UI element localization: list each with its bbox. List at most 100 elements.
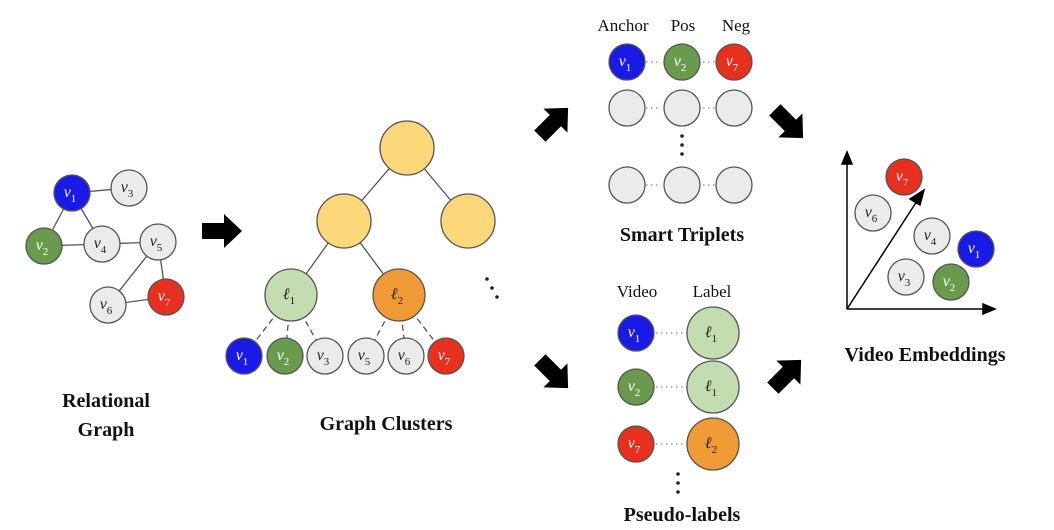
video-node-v4: v4 [83, 225, 121, 263]
embedding-axes [840, 150, 997, 316]
ellipsis-dot [680, 143, 684, 147]
node-letter: v [358, 347, 366, 364]
video-node-v2: v2 [617, 368, 655, 406]
node-label: ℓ2 [705, 435, 717, 456]
node-circle [932, 263, 970, 301]
node-circle [663, 43, 701, 81]
node-subscript: 2 [43, 246, 49, 258]
node-letter: ℓ [705, 324, 712, 341]
node-circle [225, 337, 263, 375]
video-node-v2: v2 [663, 43, 701, 81]
node-subscript: 7 [733, 62, 739, 74]
node-label: v2 [674, 53, 687, 74]
node-letter: v [924, 227, 932, 244]
node-circle [25, 227, 63, 265]
arrow-up-right-icon [767, 359, 802, 394]
node-circle [887, 258, 925, 296]
node-subscript: 6 [107, 305, 113, 317]
node-subscript: 1 [635, 333, 641, 345]
node-subscript: 3 [128, 188, 134, 200]
arrows [202, 104, 804, 394]
video-node-v5: v5 [347, 337, 385, 375]
node-label: v1 [236, 347, 249, 368]
node-label: v3 [121, 179, 134, 200]
node-subscript: 2 [681, 62, 687, 74]
node-letter: v [898, 268, 906, 285]
video-node-v3: v3 [110, 169, 148, 207]
node-letter: v [619, 53, 627, 70]
node-circle [264, 268, 318, 322]
y-axis-arrowhead-icon [840, 150, 854, 165]
relational-graph-nodes: v1 v3 v2 v4 v5 v6 v7 [25, 169, 185, 324]
video-node-v7: v7 [885, 158, 923, 196]
node-label: v7 [896, 168, 909, 189]
node-subscript: 2 [712, 444, 718, 456]
node-subscript: 1 [975, 249, 981, 261]
triplet-nodes: v1 v2 v7 [608, 43, 753, 204]
node-circle [110, 169, 148, 207]
node-label: v7 [438, 347, 451, 368]
node-circle [427, 337, 465, 375]
node-label: v6 [865, 204, 878, 225]
node-circle [913, 217, 951, 255]
ellipsis-dot [676, 490, 680, 494]
cluster-tree-nodes: ℓ1 ℓ2 v1 v2 v3 v5 v6 v7 [225, 120, 496, 375]
empty-node [663, 89, 701, 127]
node-letter: v [398, 347, 406, 364]
pos-header: Pos [671, 16, 696, 35]
node-letter: v [158, 288, 166, 305]
node-circle [89, 286, 127, 324]
node-letter: v [36, 237, 44, 254]
empty-node [715, 89, 753, 127]
node-letter: v [896, 168, 904, 185]
node-circle [83, 225, 121, 263]
node-label: v4 [924, 227, 937, 248]
node-circle [686, 417, 740, 471]
empty-node [440, 193, 496, 249]
node-subscript: 5 [157, 242, 163, 254]
node-circle [686, 360, 740, 414]
video-node-v5: v5 [139, 223, 177, 261]
arrow-down-right-icon [534, 354, 569, 389]
video-node-v2: v2 [25, 227, 63, 265]
node-subscript: 1 [712, 333, 718, 345]
video-node-v1: v1 [617, 314, 655, 352]
node-letter: v [438, 347, 446, 364]
node-circle [608, 43, 646, 81]
node-letter: v [236, 347, 244, 364]
node-label: v5 [150, 233, 163, 254]
node-subscript: 3 [324, 356, 330, 368]
node-circle [147, 278, 185, 316]
embedding-vector [846, 200, 918, 310]
node-label: v2 [943, 273, 956, 294]
cluster-ellipsis [485, 277, 499, 299]
node-circle [617, 425, 655, 463]
node-subscript: 2 [284, 356, 290, 368]
cluster-label-node-l1: ℓ1 [264, 268, 318, 322]
cluster-label-node-l2: ℓ2 [686, 417, 740, 471]
node-letter: ℓ [391, 286, 398, 303]
node-circle [139, 223, 177, 261]
node-circle [347, 337, 385, 375]
node-label: ℓ1 [705, 378, 717, 399]
node-label: v2 [36, 237, 49, 258]
node-circle [663, 166, 701, 204]
video-node-v3: v3 [306, 337, 344, 375]
relational-graph-label-line1: Relational [62, 390, 150, 412]
video-header: Video [617, 282, 658, 301]
node-circle [608, 166, 646, 204]
pseudo-label-connectors [656, 332, 687, 445]
x-axis-arrowhead-icon [982, 302, 997, 316]
empty-node [316, 193, 372, 249]
label-header: Label [693, 282, 732, 301]
node-label: ℓ1 [283, 286, 295, 307]
node-letter: v [121, 179, 129, 196]
node-subscript: 1 [626, 62, 632, 74]
graph-clusters-label: Graph Clusters [320, 413, 453, 435]
node-subscript: 1 [243, 356, 249, 368]
video-node-v7: v7 [427, 337, 465, 375]
video-node-v2: v2 [932, 263, 970, 301]
node-subscript: 2 [950, 282, 956, 294]
video-node-v6: v6 [854, 194, 892, 232]
embedding-nodes: v7 v6 v4 v1 v3 v2 [854, 158, 995, 301]
